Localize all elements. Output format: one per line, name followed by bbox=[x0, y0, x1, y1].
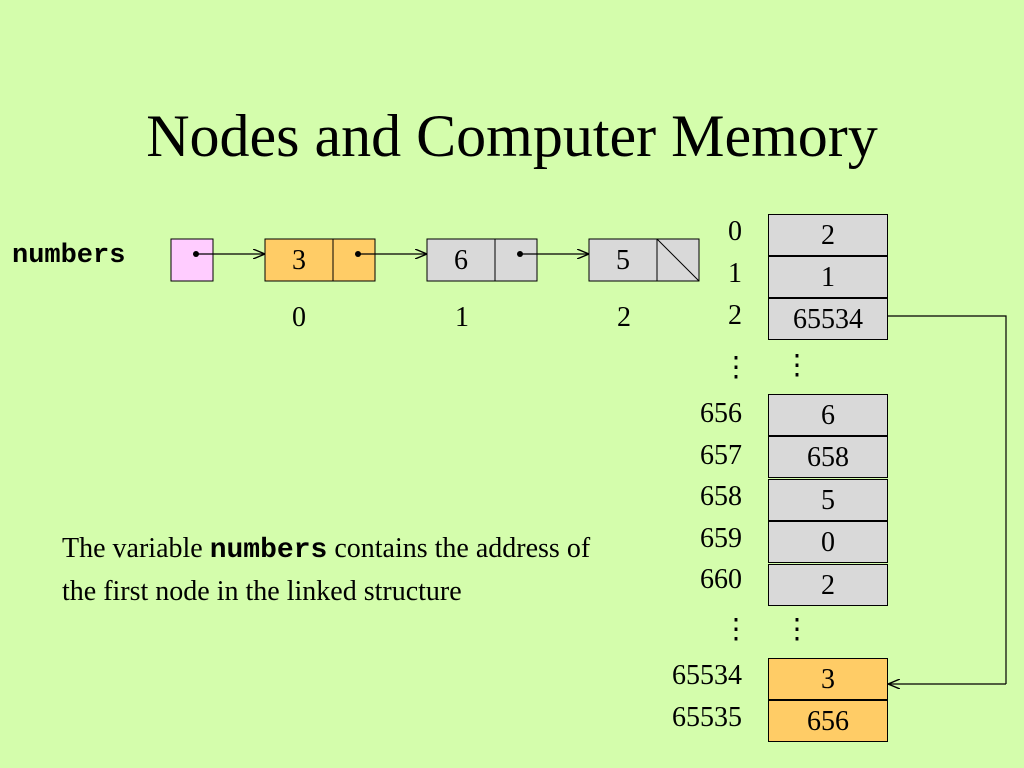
memory-address: 1 bbox=[728, 258, 742, 289]
memory-cell: 2 bbox=[768, 214, 888, 256]
node-0-index: 0 bbox=[292, 302, 306, 333]
node-0-next-box bbox=[332, 238, 376, 282]
memory-address: 656 bbox=[700, 398, 742, 429]
node-1-next-box bbox=[494, 238, 538, 282]
node-0-value: 3 bbox=[292, 245, 306, 276]
description-after: contains the address of the first node i… bbox=[62, 533, 591, 607]
memory-address: 660 bbox=[700, 564, 742, 595]
memory-address: 65535 bbox=[672, 702, 742, 733]
memory-cell: 2 bbox=[768, 564, 888, 606]
value-ellipsis: ⋮ bbox=[783, 614, 811, 645]
address-ellipsis: ⋮ bbox=[722, 352, 750, 383]
address-ellipsis: ⋮ bbox=[722, 614, 750, 645]
memory-address: 657 bbox=[700, 440, 742, 471]
description-before: The variable bbox=[62, 533, 210, 564]
memory-cell: 6 bbox=[768, 394, 888, 436]
node-2-value: 5 bbox=[616, 245, 630, 276]
node-1-data-box bbox=[426, 238, 496, 282]
head-pointer-box bbox=[170, 238, 214, 282]
value-ellipsis: ⋮ bbox=[783, 350, 811, 381]
node-1-index: 1 bbox=[455, 302, 469, 333]
memory-pointer-connector bbox=[888, 315, 1007, 684]
memory-cell: 65534 bbox=[768, 298, 888, 340]
memory-cell-node-0-data: 3 bbox=[768, 658, 888, 700]
memory-cell: 658 bbox=[768, 436, 888, 478]
memory-address: 0 bbox=[728, 216, 742, 247]
node-1-value: 6 bbox=[454, 245, 468, 276]
memory-cell: 5 bbox=[768, 479, 888, 521]
node-0-data-box bbox=[264, 238, 334, 282]
variable-label: numbers bbox=[12, 241, 126, 271]
memory-cell: 1 bbox=[768, 256, 888, 298]
description-text: The variable numbers contains the addres… bbox=[62, 528, 602, 612]
node-2-index: 2 bbox=[617, 302, 631, 333]
memory-address: 659 bbox=[700, 523, 742, 554]
node-2-null-slash bbox=[656, 238, 700, 282]
memory-cell-node-0-next: 656 bbox=[768, 700, 888, 742]
memory-address: 2 bbox=[728, 300, 742, 331]
memory-cell: 0 bbox=[768, 521, 888, 563]
memory-address: 65534 bbox=[672, 660, 742, 691]
memory-address: 658 bbox=[700, 481, 742, 512]
description-code: numbers bbox=[209, 535, 328, 566]
slide-title: Nodes and Computer Memory bbox=[146, 103, 878, 169]
